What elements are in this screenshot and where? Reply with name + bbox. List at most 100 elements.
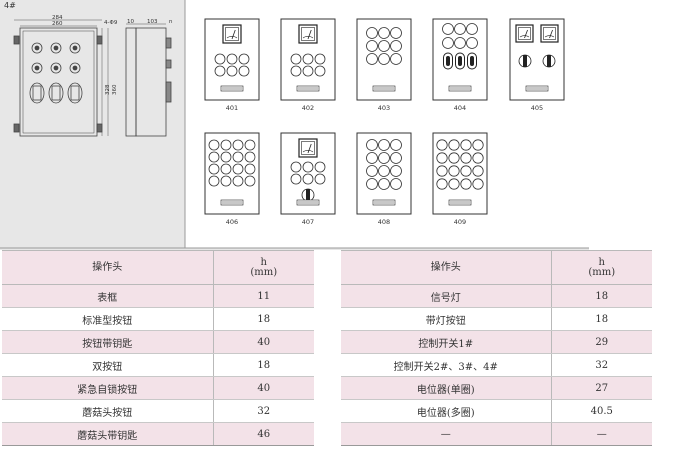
button-circle xyxy=(244,139,256,151)
button-circle xyxy=(366,178,378,190)
row-h: 32 xyxy=(213,399,314,423)
button-circle xyxy=(378,178,390,190)
meter-frame xyxy=(222,24,242,44)
button-circle xyxy=(232,163,244,175)
button-circle xyxy=(208,175,220,187)
button-circle xyxy=(448,178,460,190)
button-circle xyxy=(390,178,402,190)
button-circle xyxy=(442,23,454,35)
button-circle xyxy=(366,53,378,65)
panel-407: 407 xyxy=(280,132,336,226)
button-circle xyxy=(390,27,402,39)
button-circle xyxy=(232,175,244,187)
panel-404: 404 xyxy=(432,18,488,112)
nameplate xyxy=(525,85,549,92)
button-circle xyxy=(436,139,448,151)
meter-dial-icon xyxy=(302,36,314,39)
right-header-h-unit: (mm) xyxy=(588,266,616,278)
button-circle xyxy=(220,163,232,175)
nameplate xyxy=(296,85,320,92)
panel-frame xyxy=(356,132,412,215)
right-header-h-label: h xyxy=(598,256,605,268)
dim-inner-height: 328 xyxy=(105,84,111,95)
row-h: 18 xyxy=(213,353,314,377)
table-row: 控制开关1#29 xyxy=(341,330,652,354)
button-circle xyxy=(454,37,466,49)
front-dimension-lines xyxy=(14,19,109,136)
row-name: 标准型按钮 xyxy=(2,307,214,331)
button-circle xyxy=(390,139,402,151)
nameplate xyxy=(372,85,396,92)
table-row: —— xyxy=(341,422,652,446)
row-h: 27 xyxy=(551,376,652,400)
button-circle xyxy=(232,151,244,163)
button-circle xyxy=(460,165,472,177)
button-circle xyxy=(448,139,460,151)
enclosure-side-view xyxy=(125,27,172,137)
panel-408: 408 xyxy=(356,132,412,226)
button-circle xyxy=(238,65,250,77)
panel-401: 401 xyxy=(204,18,260,112)
button-circle xyxy=(220,175,232,187)
button-circle xyxy=(366,40,378,52)
panel-label: 409 xyxy=(454,218,466,226)
button-circle xyxy=(390,152,402,164)
nameplate xyxy=(448,85,472,92)
button-circle xyxy=(366,152,378,164)
dim-small: n xyxy=(169,19,173,25)
button-circle xyxy=(460,178,472,190)
panel-label: 401 xyxy=(226,104,238,112)
panel-405: 405 xyxy=(509,18,565,112)
row-name: 信号灯 xyxy=(341,284,552,308)
meter-frame xyxy=(515,24,534,43)
dim-inner-width: 260 xyxy=(52,21,63,27)
table-row: 控制开关2#、3#、4#32 xyxy=(341,353,652,377)
row-h: 18 xyxy=(551,284,652,308)
button-circle xyxy=(436,178,448,190)
enclosure-front-view xyxy=(13,27,103,137)
button-circle xyxy=(314,65,326,77)
row-name: 紧急自锁按钮 xyxy=(2,376,214,400)
button-circle xyxy=(460,139,472,151)
button-circle xyxy=(390,165,402,177)
panel-label: 402 xyxy=(302,104,314,112)
row-name: 双按钮 xyxy=(2,353,214,377)
row-h: 40 xyxy=(213,330,314,354)
button-circle xyxy=(244,151,256,163)
right-header-h: h(mm) xyxy=(551,250,652,285)
button-circle xyxy=(378,139,390,151)
button-circle xyxy=(214,53,226,65)
dim-outer-width: 284 xyxy=(52,15,63,21)
left-header-operator: 操作头 xyxy=(2,250,214,285)
section-label: 4# xyxy=(4,1,16,10)
panel-label: 405 xyxy=(531,104,543,112)
row-name: 按钮带钥匙 xyxy=(2,330,214,354)
row-h: 40 xyxy=(213,376,314,400)
nameplate xyxy=(220,199,244,206)
row-name: 带灯按钮 xyxy=(341,307,552,331)
button-circle xyxy=(378,40,390,52)
nameplate xyxy=(296,199,320,206)
meter-frame xyxy=(298,24,318,44)
technical-drawing: 4# 284 260 4-Φ9 328 360 xyxy=(0,0,589,250)
row-name: 蘑菇头按钮 xyxy=(2,399,214,423)
button-circle xyxy=(290,65,302,77)
button-circle xyxy=(226,65,238,77)
button-circle xyxy=(472,178,484,190)
button-circle xyxy=(290,53,302,65)
button-circle xyxy=(448,165,460,177)
meter-dial-icon xyxy=(519,35,530,38)
panel-label: 404 xyxy=(454,104,466,112)
button-circle xyxy=(460,152,472,164)
left-header-h-unit: (mm) xyxy=(250,266,278,278)
nameplate xyxy=(448,199,472,206)
button-circle xyxy=(366,139,378,151)
button-circle xyxy=(436,152,448,164)
panel-label: 407 xyxy=(302,218,314,226)
